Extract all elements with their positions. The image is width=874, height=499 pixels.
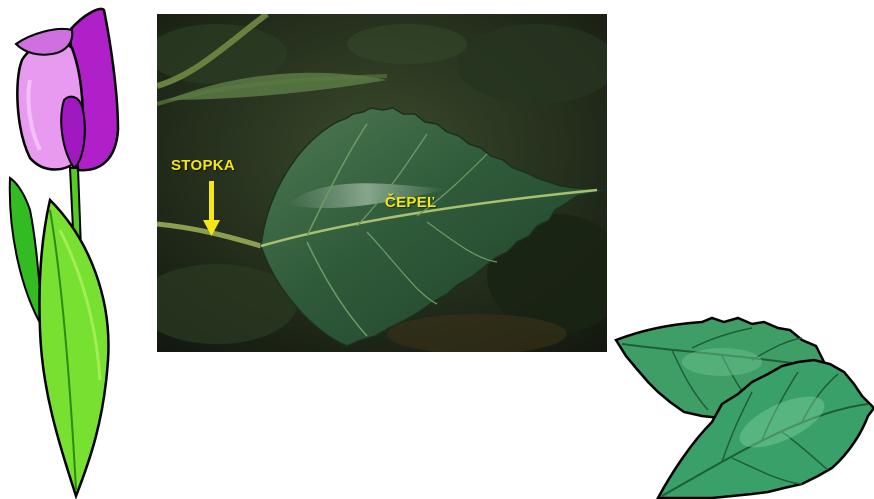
tulip-clipart (0, 0, 140, 499)
blade-label: ČEPEĽ (385, 194, 437, 211)
leaf-photo: STOPKA ČEPEĽ (157, 14, 607, 352)
leaf-photo-image (157, 14, 607, 352)
leaves-clipart (612, 312, 874, 499)
stalk-label: STOPKA (171, 157, 235, 174)
